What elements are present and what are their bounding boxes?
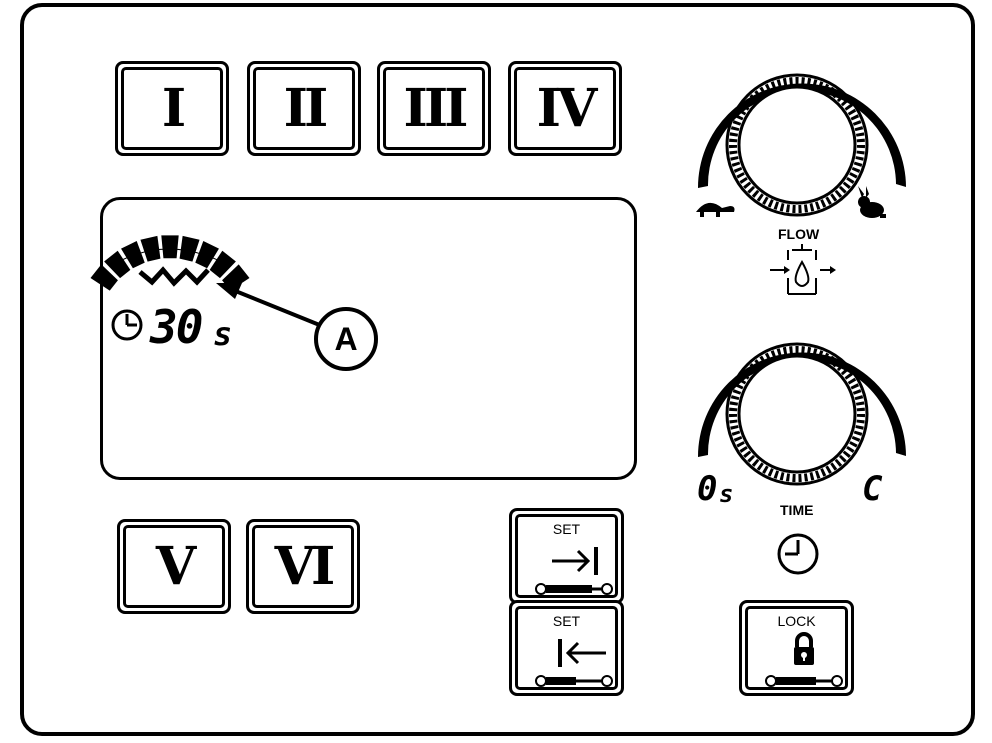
- arrow-to-bar-left-icon: [558, 639, 606, 667]
- program-button-3-label: III: [403, 77, 469, 139]
- time-min-value: 0: [697, 469, 718, 509]
- wave-icon: [138, 266, 210, 287]
- padlock-icon: [794, 632, 814, 665]
- program-button-6-label: VI: [274, 535, 336, 597]
- arrow-to-bar-right-icon: [552, 547, 598, 575]
- cylinder-icon: [765, 675, 843, 687]
- program-button-5[interactable]: V: [117, 519, 231, 614]
- program-button-4[interactable]: IV: [508, 61, 622, 156]
- callout-circle: [314, 307, 378, 371]
- set-close-button[interactable]: SET: [509, 600, 624, 696]
- callout-arrowhead: [216, 283, 242, 299]
- clock-icon: [111, 309, 143, 341]
- program-button-4-label: IV: [536, 77, 598, 139]
- cylinder-icon: [535, 675, 613, 687]
- clock-icon: [777, 533, 819, 575]
- flow-bar-segment: [90, 264, 118, 291]
- flow-bar-segment: [121, 241, 145, 269]
- control-panel: [20, 3, 975, 736]
- program-button-5-label: V: [155, 535, 196, 597]
- program-button-1[interactable]: I: [115, 61, 229, 156]
- program-button-2-label: II: [283, 77, 329, 139]
- set-open-label: SET: [552, 521, 581, 537]
- time-max-value: C: [862, 469, 883, 509]
- set-close-label: SET: [552, 613, 581, 629]
- lcd-display: [100, 197, 637, 480]
- lock-label: LOCK: [777, 613, 816, 629]
- turtle-icon: [696, 202, 735, 217]
- callout-leader-line: [232, 288, 323, 328]
- program-button-6[interactable]: VI: [246, 519, 360, 614]
- timer-value: 30: [150, 300, 203, 354]
- program-button-2[interactable]: II: [247, 61, 361, 156]
- time-label: TIME: [780, 502, 814, 518]
- flow-bar-segment: [179, 235, 200, 262]
- rabbit-icon: [858, 186, 886, 218]
- flow-bar-segment: [104, 250, 131, 279]
- callout-label: A: [334, 321, 358, 357]
- cylinder-icon: [535, 583, 613, 595]
- flow-bar-segment: [209, 250, 236, 279]
- program-button-3[interactable]: III: [377, 61, 491, 156]
- timer-unit: s: [213, 315, 233, 353]
- flow-bar-segment: [161, 235, 179, 259]
- flow-label: FLOW: [778, 226, 820, 242]
- flow-bar-segment: [140, 235, 161, 262]
- flow-valve-icon: [770, 244, 836, 295]
- set-open-button[interactable]: SET: [509, 508, 624, 604]
- lock-button[interactable]: LOCK: [739, 600, 854, 696]
- time-min-unit: s: [719, 480, 734, 508]
- flow-bar-segment: [195, 241, 219, 269]
